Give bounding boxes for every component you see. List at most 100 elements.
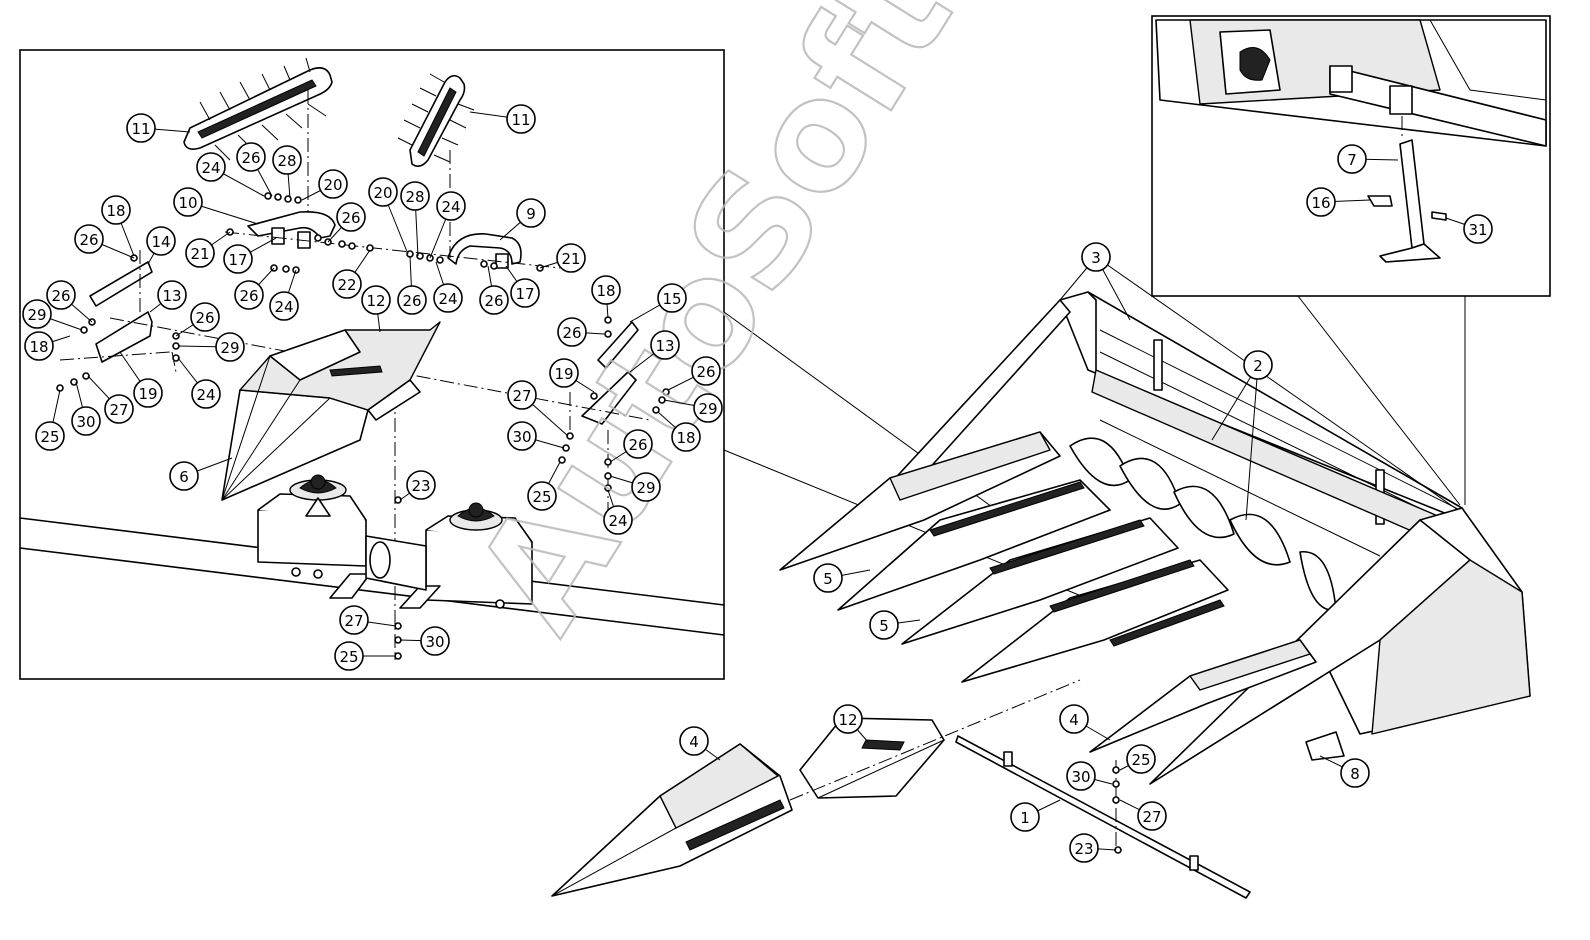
callout-number: 12 bbox=[366, 292, 385, 310]
callout-number: 27 bbox=[109, 401, 128, 419]
callout-number: 7 bbox=[1347, 151, 1357, 169]
callout-number: 30 bbox=[425, 633, 444, 651]
part-callout-26: 26 bbox=[397, 255, 427, 315]
part-callout-12: 12 bbox=[833, 704, 869, 743]
callout-circle bbox=[1010, 802, 1040, 832]
callout-number: 2 bbox=[1253, 357, 1263, 375]
callout-circle bbox=[1337, 144, 1367, 174]
callout-number: 22 bbox=[337, 276, 356, 294]
callout-circle bbox=[74, 224, 104, 254]
callout-circle bbox=[1069, 833, 1099, 863]
part-callout-11: 11 bbox=[126, 113, 191, 143]
part-callout-30: 30 bbox=[507, 421, 565, 451]
callout-number: 23 bbox=[411, 477, 430, 495]
callout-circle bbox=[591, 275, 621, 305]
callout-number: 26 bbox=[484, 292, 503, 310]
callout-circle bbox=[1081, 242, 1111, 272]
callout-circle bbox=[368, 177, 398, 207]
callout-circle bbox=[506, 104, 536, 134]
callout-number: 12 bbox=[838, 711, 857, 729]
callout-circle bbox=[269, 291, 299, 321]
callout-number: 29 bbox=[636, 479, 655, 497]
callout-number: 29 bbox=[698, 400, 717, 418]
callout-number: 1 bbox=[1020, 809, 1030, 827]
callout-circle bbox=[397, 285, 427, 315]
part-callout-19: 19 bbox=[549, 358, 595, 393]
callout-circle bbox=[339, 605, 369, 635]
part-callout-11: 11 bbox=[469, 104, 536, 134]
callout-circle bbox=[479, 285, 509, 315]
callout-number: 26 bbox=[195, 309, 214, 327]
part-callout-28: 28 bbox=[272, 145, 302, 199]
callout-number: 25 bbox=[1131, 751, 1150, 769]
callout-circle bbox=[400, 181, 430, 211]
callout-number: 4 bbox=[1069, 711, 1079, 729]
gearbox-right bbox=[399, 502, 533, 609]
part-callout-26: 26 bbox=[479, 265, 509, 315]
callout-number: 26 bbox=[696, 363, 715, 381]
callout-number: 25 bbox=[339, 648, 358, 666]
callout-circle bbox=[157, 280, 187, 310]
part-callout-24: 24 bbox=[196, 152, 265, 197]
callout-circle bbox=[420, 626, 450, 656]
part-callout-21: 21 bbox=[539, 243, 586, 273]
callout-number: 16 bbox=[1311, 194, 1330, 212]
left-detail-parts bbox=[19, 57, 725, 660]
callout-number: 27 bbox=[1142, 808, 1161, 826]
part-callout-27: 27 bbox=[507, 380, 569, 437]
callout-number: 18 bbox=[106, 202, 125, 220]
callout-circle bbox=[146, 226, 176, 256]
part-callout-18: 18 bbox=[24, 331, 71, 361]
callout-circle bbox=[332, 269, 362, 299]
callout-number: 27 bbox=[344, 612, 363, 630]
callout-circle bbox=[236, 142, 266, 172]
part-callout-24: 24 bbox=[603, 489, 633, 535]
callout-number: 17 bbox=[228, 251, 247, 269]
part-callout-15: 15 bbox=[629, 283, 687, 323]
callout-circle bbox=[557, 317, 587, 347]
part-callout-4: 4 bbox=[1059, 704, 1111, 741]
callout-number: 24 bbox=[274, 298, 293, 316]
loose-divider bbox=[551, 743, 793, 897]
part-callout-20: 20 bbox=[301, 169, 348, 201]
callout-circle bbox=[1243, 350, 1273, 380]
part-callout-26: 26 bbox=[609, 429, 653, 463]
callout-leader bbox=[1245, 364, 1259, 521]
callout-circle bbox=[507, 380, 537, 410]
callout-number: 29 bbox=[27, 306, 46, 324]
part-callout-28: 28 bbox=[400, 181, 430, 257]
callout-circle bbox=[101, 195, 131, 225]
callout-circle bbox=[223, 244, 253, 274]
part-callout-8: 8 bbox=[1319, 755, 1370, 788]
part-callout-26: 26 bbox=[557, 317, 605, 347]
callout-number: 27 bbox=[512, 387, 531, 405]
part-callout-24: 24 bbox=[433, 261, 463, 313]
callout-circle bbox=[191, 379, 221, 409]
callout-number: 20 bbox=[373, 184, 392, 202]
callout-number: 26 bbox=[628, 436, 647, 454]
row-dividers bbox=[779, 431, 1381, 785]
callout-number: 25 bbox=[532, 488, 551, 506]
callout-number: 29 bbox=[220, 339, 239, 357]
callout-number: 11 bbox=[511, 111, 530, 129]
callout-circle bbox=[527, 481, 557, 511]
part-callout-18: 18 bbox=[657, 411, 701, 452]
callout-circle bbox=[71, 406, 101, 436]
callout-circle bbox=[272, 145, 302, 175]
part-callout-30: 30 bbox=[1066, 761, 1113, 791]
part-callout-25: 25 bbox=[527, 461, 561, 511]
callout-circle bbox=[318, 169, 348, 199]
callout-circle bbox=[196, 152, 226, 182]
callout-number: 23 bbox=[1074, 840, 1093, 858]
part-callout-10: 10 bbox=[173, 187, 259, 225]
callout-number: 13 bbox=[655, 337, 674, 355]
part-callout-26: 26 bbox=[327, 202, 366, 243]
callout-number: 5 bbox=[879, 617, 889, 635]
part-callout-19: 19 bbox=[119, 351, 163, 408]
callout-circle bbox=[631, 472, 661, 502]
callout-circle bbox=[24, 331, 54, 361]
part-callout-4: 4 bbox=[679, 726, 721, 761]
callout-circle bbox=[869, 610, 899, 640]
callout-circle bbox=[1340, 758, 1370, 788]
